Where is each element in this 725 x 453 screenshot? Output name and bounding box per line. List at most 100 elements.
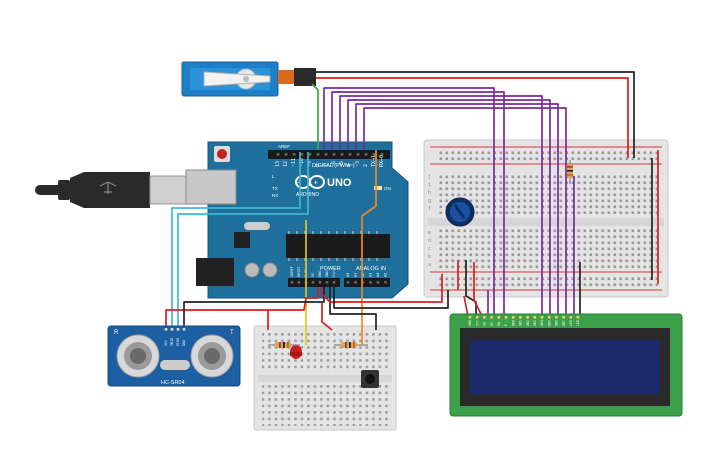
lcd-pin-label-hole[interactable] — [540, 316, 544, 319]
resistor-led[interactable] — [268, 342, 300, 348]
digital-pin-label-hole[interactable] — [292, 153, 296, 156]
analog-pin-label-hole[interactable] — [361, 281, 365, 284]
digital-pin-label: RX←0 — [379, 155, 385, 167]
analog-pin-label-hole[interactable] — [384, 281, 387, 284]
lcd-pin-label: DB5 — [547, 320, 551, 326]
analog-pin-label-hole[interactable] — [346, 281, 350, 284]
row-letter-e: e — [428, 230, 431, 236]
wire-lcd-1 — [323, 87, 495, 316]
sensor-pin-label-hole[interactable] — [164, 328, 168, 331]
analog-header-label: ANALOG IN — [356, 266, 386, 272]
power-pin-label-hole[interactable] — [297, 281, 301, 284]
power-pin-label: 5V — [311, 272, 315, 277]
analog-header — [344, 278, 390, 287]
lcd-pin-label-hole[interactable] — [468, 316, 472, 319]
sensor-pin-label-hole[interactable] — [170, 328, 174, 331]
analog-pin-label: A4 — [376, 273, 380, 277]
digital-pin-label: 2 — [363, 164, 369, 167]
digital-pin-label: TX→1 — [371, 155, 377, 167]
power-pin-label-hole[interactable] — [290, 281, 294, 284]
digital-pin-label-hole[interactable] — [332, 153, 336, 156]
red-led[interactable] — [290, 345, 302, 359]
digital-pin-label-hole[interactable] — [276, 153, 280, 156]
power-pin-label: RESET — [297, 265, 301, 277]
lcd-pin-label-hole[interactable] — [526, 316, 529, 319]
lcd-pin-label-hole[interactable] — [533, 316, 537, 319]
lcd-pin-label: V0 — [483, 322, 487, 326]
lcd-pin-label: DB7 — [562, 320, 566, 326]
pushbutton[interactable] — [361, 370, 379, 388]
digital-pin-label-hole[interactable] — [340, 153, 344, 156]
lcd-pin-label-hole[interactable] — [504, 316, 508, 319]
lcd-pin-label-hole[interactable] — [562, 316, 565, 319]
analog-pin-label-hole[interactable] — [354, 281, 357, 284]
digital-pin-label: 12 — [283, 161, 289, 167]
sensor-left-mark: R — [114, 330, 119, 336]
sensor-pin-label-hole[interactable] — [176, 328, 180, 331]
digital-pin-label-hole[interactable] — [308, 153, 312, 156]
analog-pin-label: A3 — [369, 273, 373, 277]
lcd-pin-label-hole[interactable] — [519, 316, 522, 319]
power-pin-label-hole[interactable] — [325, 281, 329, 284]
wire-lcd-6 — [363, 107, 567, 316]
digital-pin-label-hole[interactable] — [300, 153, 304, 156]
wire-pot-wiper — [473, 262, 483, 317]
power-pin-label: Vin — [332, 271, 336, 278]
power-pin-label-hole[interactable] — [318, 281, 322, 284]
lcd-pin-label: VCC — [475, 320, 479, 326]
wire-servo-vcc — [316, 77, 629, 158]
lcd-pin-label-hole[interactable] — [547, 316, 551, 319]
wire-lcd-4 — [347, 99, 551, 316]
lcd-pin-label: RW — [497, 322, 501, 326]
wire-lcd-5 — [355, 103, 559, 316]
servo-motor[interactable] — [181, 61, 316, 97]
lcd-pin-label-hole[interactable] — [483, 316, 486, 319]
lcd-pin-label: LED — [569, 320, 573, 326]
digital-pin-label-hole[interactable] — [284, 153, 288, 156]
analog-pin-label-hole[interactable] — [369, 281, 372, 284]
digital-pin-label-hole[interactable] — [372, 153, 376, 156]
digital-pin-label-hole[interactable] — [316, 153, 320, 156]
digital-header-label: DIGITAL (PWM~) — [312, 163, 355, 169]
digital-pin-label-hole[interactable] — [356, 153, 360, 156]
lcd-pin-label-hole[interactable] — [490, 316, 493, 319]
on-led-label: ON — [384, 186, 391, 191]
usb-cable — [35, 172, 187, 208]
lcd-pin-label-hole[interactable] — [511, 316, 515, 319]
lcd-pin-label: DB3 — [533, 320, 537, 326]
lcd-pin-label: DB4 — [540, 320, 544, 326]
lcd-pin-label-hole[interactable] — [497, 316, 501, 319]
digital-pin-label-hole[interactable] — [348, 153, 352, 156]
sensor-pin-label-hole[interactable] — [182, 328, 186, 331]
row-letter-j: j — [428, 174, 431, 180]
digital-pin-label: 4 — [347, 164, 353, 167]
power-pin-label-hole[interactable] — [332, 281, 336, 284]
wire-lcd-gnd — [463, 295, 469, 317]
power-pin-label: GND — [325, 271, 329, 278]
digital-pin-label-hole[interactable] — [364, 153, 368, 156]
lcd-pin-label: RS — [490, 322, 494, 326]
power-pin-label-hole[interactable] — [311, 281, 315, 284]
lcd-pin-label: LED — [576, 320, 580, 326]
sensor-pin-label: TRIG — [170, 338, 174, 346]
reset-button[interactable] — [217, 149, 227, 159]
lcd-pin-label-hole[interactable] — [576, 316, 580, 319]
lcd-pin-label-hole[interactable] — [569, 316, 573, 319]
analog-pin-label-hole[interactable] — [376, 281, 380, 284]
lcd-screen — [470, 340, 660, 394]
aref-label: AREF — [278, 144, 290, 149]
digital-pin-label-hole[interactable] — [324, 153, 328, 156]
power-pin-label: IOREF — [290, 266, 294, 277]
power-header-label: POWER — [320, 266, 341, 272]
lcd-pin-label-hole[interactable] — [555, 316, 558, 319]
resistor-breadboard[interactable] — [567, 160, 573, 184]
wire-servo-signal — [311, 83, 319, 150]
digital-pin-label-hole[interactable] — [380, 153, 384, 156]
wire-5v-large — [321, 274, 443, 303]
row-letter-b: b — [428, 254, 431, 260]
sensor-pin-label: VCC — [164, 340, 168, 346]
potentiometer[interactable] — [445, 197, 475, 227]
lcd-pin-label-hole[interactable] — [475, 316, 479, 319]
